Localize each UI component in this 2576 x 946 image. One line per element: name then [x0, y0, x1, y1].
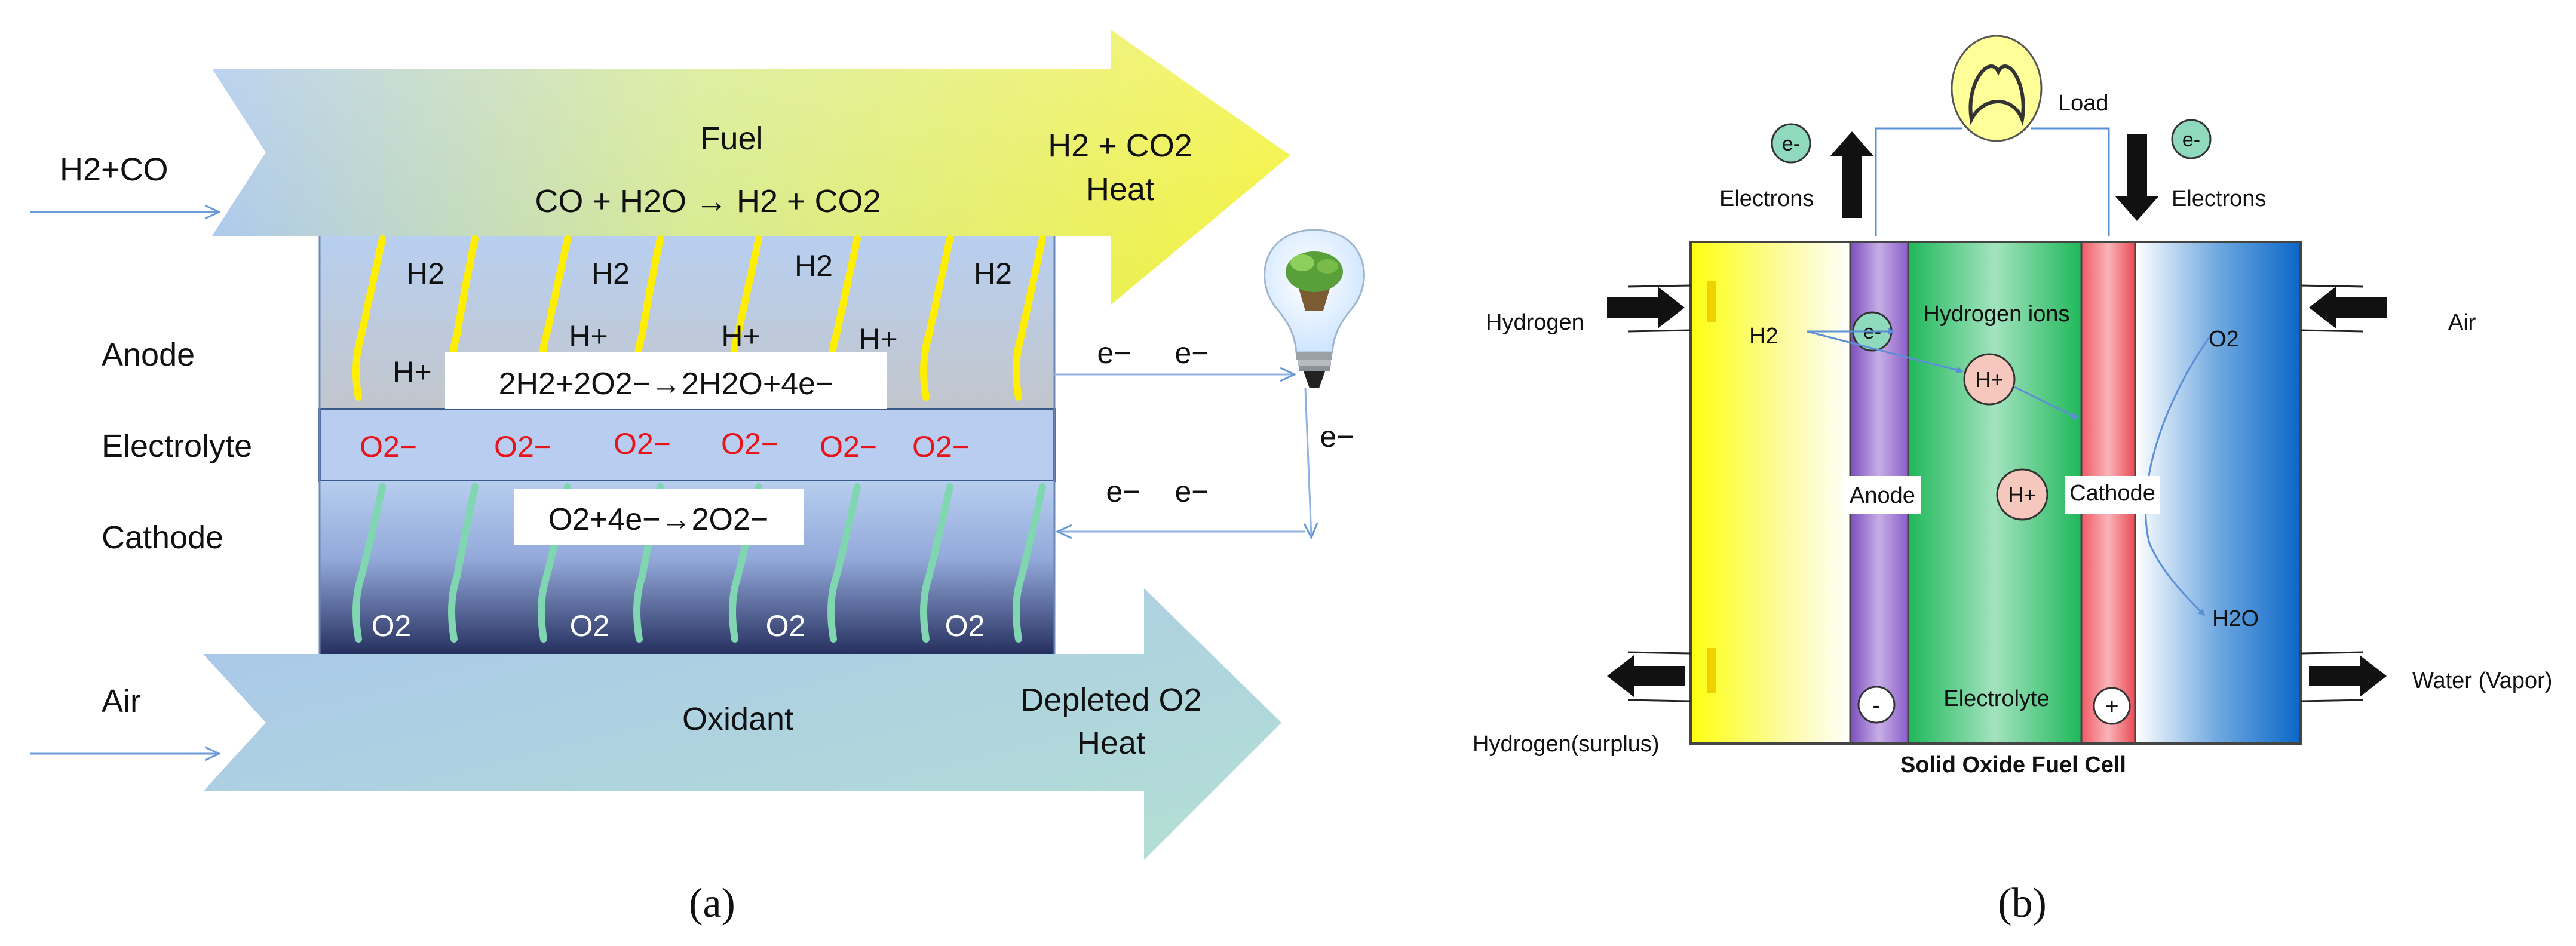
electron-symbol: e-	[1782, 133, 1800, 155]
electron-label: e−	[1320, 420, 1354, 453]
hplus-circle	[1963, 353, 2016, 406]
electrolyte-layer	[318, 408, 1056, 482]
oxygen-ion-label: O2−	[614, 427, 671, 460]
load-label: Load	[2058, 91, 2109, 116]
electron-circle	[1771, 123, 1811, 164]
air-in-arrow	[2309, 287, 2387, 328]
hplus-label: H+	[392, 355, 431, 389]
oxidant-label: Oxidant	[682, 701, 793, 737]
air-inlet-label: Air	[102, 683, 141, 719]
cathode-label-box	[2065, 476, 2160, 514]
electrolyte-layer	[1908, 242, 2081, 744]
h2-label: H2	[795, 249, 833, 282]
anode-label: Anode	[1850, 483, 1915, 508]
oxygen-ion-label: O2−	[494, 430, 551, 463]
panel-b-caption: (b)	[1998, 880, 2047, 926]
electron-label: e−	[1174, 475, 1209, 508]
shift-reaction-label: CO + H2O → H2 + CO2	[535, 183, 881, 219]
electrolyte-label: Electrolyte	[1943, 686, 2049, 711]
hplus-symbol: H+	[2008, 483, 2036, 507]
plus-terminal	[2093, 687, 2131, 725]
air-outlet-label: Depleted O2	[1020, 682, 1201, 718]
h2o-label: H2O	[2212, 606, 2259, 631]
h2-label: H2	[406, 257, 444, 290]
h2-label: H2	[1749, 324, 1778, 349]
electron-label: e−	[1097, 336, 1131, 370]
water-out-label: Water (Vapor)	[2412, 668, 2552, 693]
hplus-label: H+	[721, 320, 760, 353]
o2-label: O2	[2209, 327, 2239, 352]
hydrogen-in-label: Hydrogen	[1486, 310, 1584, 335]
cathode-reaction-box	[514, 489, 804, 545]
cathode-label: Cathode	[102, 520, 223, 555]
o2-label: O2	[570, 609, 610, 643]
electron-circle	[2171, 119, 2212, 159]
panel-a-caption: (a)	[689, 880, 735, 926]
fuel-inlet-label: H2+CO	[60, 152, 168, 188]
air-in-label: Air	[2448, 310, 2476, 335]
anode-reaction-box	[445, 352, 887, 409]
water-out-arrow	[2309, 655, 2387, 697]
oxygen-ion-label: O2−	[820, 430, 877, 463]
minus-symbol: -	[1872, 692, 1880, 718]
anode-label-box	[1844, 476, 1921, 514]
circuit-wire-right	[2031, 127, 2110, 236]
o2-label: O2	[766, 609, 806, 643]
anode-label: Anode	[102, 337, 195, 373]
air-channel	[2135, 242, 2301, 744]
h2-label: H2	[591, 257, 630, 290]
o2-label: O2	[945, 609, 985, 643]
cathode-reaction-label: O2+4e−→2O2−	[548, 502, 769, 537]
fuel-label: Fuel	[700, 121, 763, 156]
light-bulb-icon	[1264, 229, 1365, 388]
external-circuit	[1054, 374, 1311, 536]
electron-label: e−	[1174, 336, 1209, 370]
ion-flow-arrows	[1807, 328, 2215, 616]
o2-label: O2	[372, 609, 412, 643]
fuel-outlet-label: H2 + CO2	[1048, 128, 1192, 164]
flow-pipes	[1627, 284, 2363, 702]
electrons-up-arrow	[1830, 131, 1874, 218]
electrolyte-label: Electrolyte	[102, 428, 252, 464]
air-outlet-heat-label: Heat	[1077, 725, 1145, 761]
hplus-symbol: H+	[1975, 367, 2003, 392]
plus-symbol: +	[2105, 693, 2118, 720]
electron-symbol: e-	[2182, 128, 2200, 151]
hydrogen-out-label: Hydrogen(surplus)	[1473, 732, 1660, 757]
electron-label: e−	[1106, 475, 1140, 508]
hydrogen-out-arrow	[1607, 655, 1685, 697]
minus-terminal	[1857, 686, 1896, 724]
diagram-title: Solid Oxide Fuel Cell	[1900, 752, 2126, 778]
electrons-right-label: Electrons	[2172, 186, 2266, 211]
panel-b: e- e- e- H+ H+ - + Load Electrons Electr…	[1473, 35, 2552, 926]
h2-label: H2	[974, 257, 1012, 290]
panel-a: H2+CO Fuel CO + H2O → H2 + CO2 H2 + CO2 …	[30, 30, 1365, 926]
anode-fibers	[352, 235, 1046, 401]
oxygen-ion-label: O2−	[721, 427, 778, 460]
electrons-down-arrow	[2115, 134, 2159, 221]
hydrogen-in-arrow	[1607, 287, 1685, 328]
oxygen-ion-label: O2−	[360, 430, 417, 463]
load-bulb-icon	[1951, 35, 2043, 142]
fuel-outlet-heat-label: Heat	[1086, 171, 1154, 207]
air-flow-arrow	[203, 588, 1281, 860]
electrons-left-label: Electrons	[1719, 186, 1814, 211]
fuel-channel	[1691, 242, 1852, 744]
anode-reaction-label: 2H2+2O2−→2H2O+4e−	[499, 367, 834, 401]
hplus-label: H+	[858, 322, 897, 356]
hplus-circle	[1996, 468, 2048, 521]
circuit-wire-left	[1875, 127, 1962, 236]
oxygen-ion-label: O2−	[912, 430, 970, 463]
hplus-label: H+	[569, 320, 608, 353]
cathode-label: Cathode	[2069, 481, 2155, 506]
hydrogen-ions-label: Hydrogen ions	[1923, 302, 2069, 327]
